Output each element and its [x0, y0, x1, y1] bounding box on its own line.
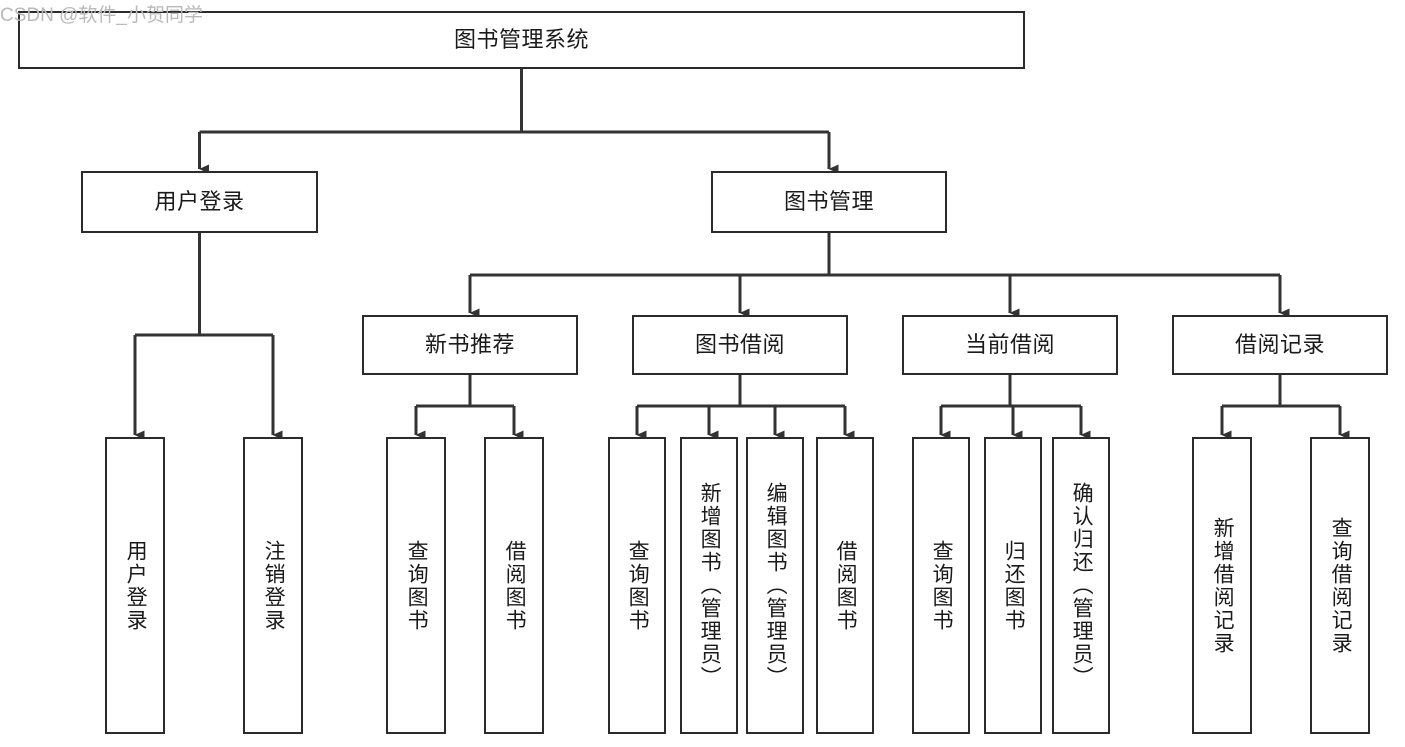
- node-label: 查询借阅记录: [1329, 516, 1353, 655]
- node-leaf-query-borrow-record[interactable]: 查询借阅记录: [1310, 437, 1370, 734]
- node-leaf-confirm-return-admin[interactable]: 确认归还（管理员）: [1052, 437, 1110, 734]
- node-label: 新增借阅记录: [1211, 516, 1235, 655]
- node-label: 借阅记录: [1234, 331, 1325, 357]
- node-leaf-return-book[interactable]: 归还图书: [984, 437, 1042, 734]
- node-leaf-add-borrow-record[interactable]: 新增借阅记录: [1192, 437, 1252, 734]
- node-leaf-user-login[interactable]: 用户登录: [105, 437, 165, 734]
- node-current-borrow[interactable]: 当前借阅: [902, 315, 1118, 375]
- node-root[interactable]: 图书管理系统: [18, 11, 1025, 69]
- node-label: 查询图书: [930, 539, 954, 632]
- node-label: 借阅图书: [503, 539, 527, 632]
- node-new-book-recommend[interactable]: 新书推荐: [362, 315, 578, 375]
- node-label: 确认归还（管理员）: [1070, 482, 1094, 689]
- node-book-management[interactable]: 图书管理: [711, 171, 947, 233]
- node-leaf-add-book-admin[interactable]: 新增图书（管理员）: [680, 437, 738, 734]
- node-label: 图书借阅: [694, 331, 785, 357]
- node-label: 借阅图书: [834, 539, 858, 632]
- connector-lines: [133, 69, 1350, 440]
- node-label: 编辑图书（管理员）: [764, 482, 788, 689]
- node-leaf-query-book-2[interactable]: 查询图书: [608, 437, 666, 734]
- node-label: 图书管理: [783, 188, 874, 214]
- node-label: 图书管理系统: [453, 26, 589, 52]
- node-label: 查询图书: [405, 539, 429, 632]
- node-label: 用户登录: [124, 539, 148, 632]
- node-label: 注销登录: [262, 539, 286, 632]
- node-borrow-records[interactable]: 借阅记录: [1172, 315, 1388, 375]
- node-leaf-borrow-book-1[interactable]: 借阅图书: [484, 437, 544, 734]
- node-leaf-query-book-3[interactable]: 查询图书: [912, 437, 970, 734]
- node-label: 当前借阅: [964, 331, 1055, 357]
- node-label: 用户登录: [154, 188, 245, 214]
- node-leaf-borrow-book-2[interactable]: 借阅图书: [816, 437, 874, 734]
- node-label: 归还图书: [1002, 539, 1026, 632]
- node-label: 查询图书: [626, 539, 650, 632]
- node-leaf-query-book-1[interactable]: 查询图书: [386, 437, 446, 734]
- node-label: 新书推荐: [424, 331, 515, 357]
- csdn-watermark: CSDN @软件_小贺同学: [0, 5, 203, 26]
- node-user-login[interactable]: 用户登录: [81, 171, 318, 233]
- node-leaf-edit-book-admin[interactable]: 编辑图书（管理员）: [746, 437, 804, 734]
- node-leaf-user-logout[interactable]: 注销登录: [243, 437, 303, 734]
- node-label: 新增图书（管理员）: [698, 482, 722, 689]
- node-book-borrow[interactable]: 图书借阅: [632, 315, 848, 375]
